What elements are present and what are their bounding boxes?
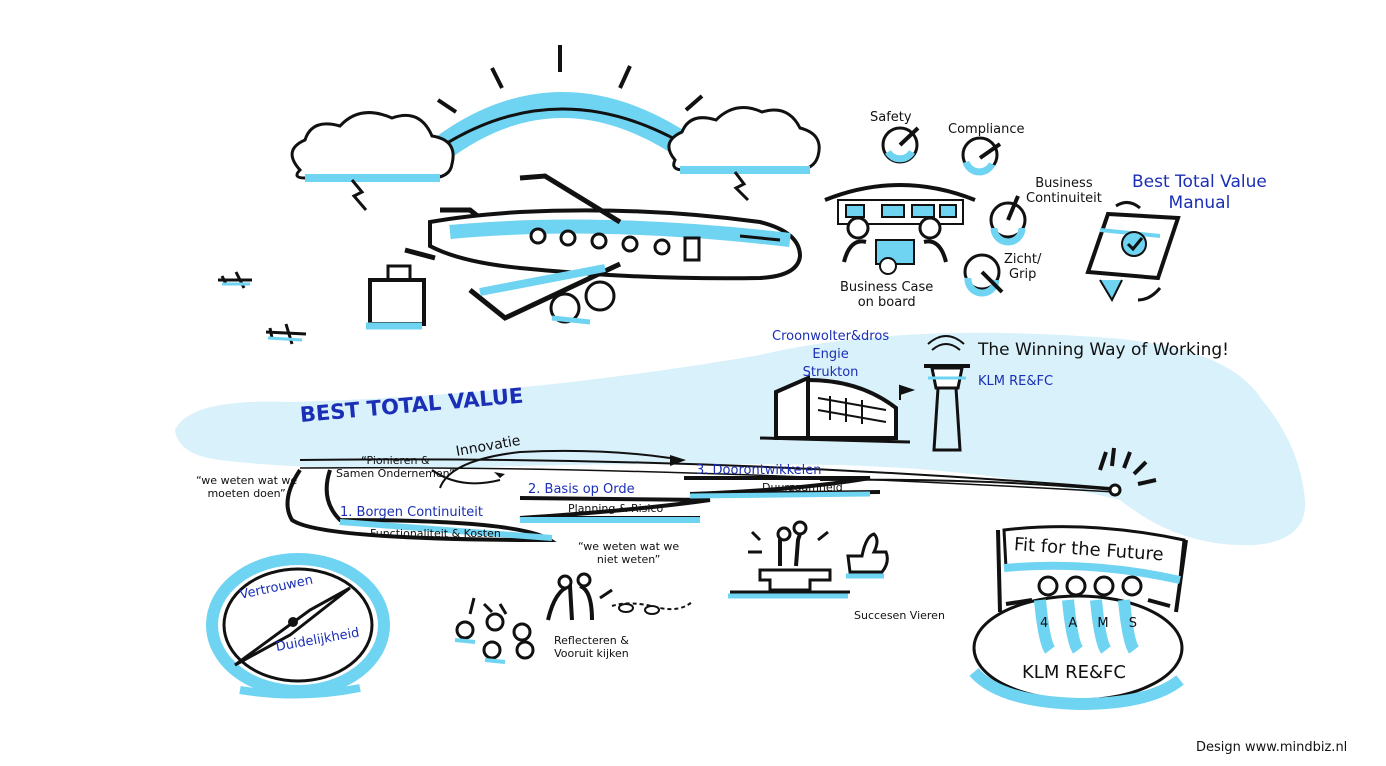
label-klm-ref-bottom: KLM RE&FC	[1022, 662, 1126, 683]
network-icon	[454, 572, 693, 664]
podium-icon	[728, 520, 850, 599]
label-succesen: Succesen Vieren	[854, 609, 945, 622]
banner-icon	[969, 525, 1188, 711]
label-pionieren: “Pionieren & Samen Ondernemen”	[336, 454, 455, 480]
gauge-icon-grip	[963, 253, 1004, 297]
small-plane-icon-2	[265, 323, 307, 345]
label-step2: 2. Basis op Orde	[528, 482, 635, 497]
small-plane-icon-1	[218, 271, 252, 289]
cloud-icon-left	[290, 111, 455, 211]
label-compliance: Compliance	[948, 122, 1025, 137]
label-step1: 1. Borgen Continuiteit	[340, 505, 484, 520]
label-four-letters: 4 A M S	[1040, 616, 1146, 631]
label-planning: Planning & Risico	[568, 502, 664, 515]
label-step3: 3. Doorontwikkelen	[696, 463, 822, 478]
gauge-icon-compliance	[961, 136, 1002, 176]
label-reflecteren: Reflecteren & Vooruit kijken	[554, 634, 629, 660]
luggage-icon	[366, 264, 426, 330]
compass-icon	[206, 553, 390, 699]
strategy-path	[285, 447, 1157, 543]
background-swoosh	[175, 332, 1306, 546]
label-business-case: Business Case on board	[840, 280, 934, 310]
label-safety: Safety	[870, 110, 912, 125]
sun-icon	[427, 45, 704, 163]
label-winning-way: The Winning Way of Working!	[978, 340, 1229, 360]
thumbs-up-icon	[846, 532, 889, 579]
building-icon	[759, 374, 916, 444]
control-tower-icon	[924, 335, 970, 452]
manual-icon	[1085, 201, 1181, 303]
airplane-icon	[404, 173, 803, 325]
label-zicht-grip: Zicht/ Grip	[1004, 252, 1042, 282]
label-design-credit: Design www.mindbiz.nl	[1196, 740, 1348, 755]
label-we-weten-wat: “we weten wat we moeten doen”	[196, 474, 298, 500]
gauge-icon-continuity	[989, 195, 1027, 246]
label-business-continuity: Business Continuiteit	[1026, 176, 1102, 206]
gauge-icon-safety	[881, 126, 920, 164]
cockpit-icon	[824, 183, 976, 275]
label-btv-manual: Best Total Value Manual	[1132, 172, 1267, 213]
label-contractors: Croonwolter&dros Engie Strukton	[772, 329, 890, 380]
label-functionaliteit: Functionaliteit & Kosten	[370, 527, 501, 540]
label-duurzaamheid: Duurzaamheid	[762, 481, 843, 494]
cloud-icon-right	[667, 106, 821, 202]
label-we-weten-niet: “we weten wat we niet weten”	[578, 540, 680, 566]
label-klm-ref-tower: KLM RE&FC	[978, 374, 1054, 389]
